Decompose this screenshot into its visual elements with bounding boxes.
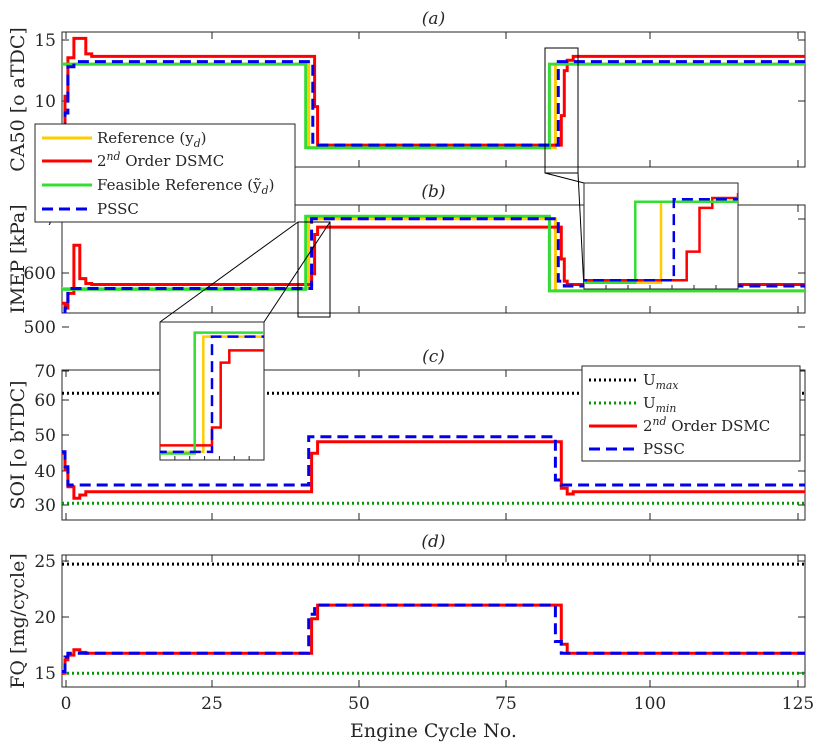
y-axis-label-text: CA50 [o aTDC] — [7, 27, 29, 172]
xtick-label: 0 — [61, 694, 72, 714]
series-line-2nd-order-dsmc — [584, 192, 738, 282]
ytick-label: 15 — [34, 31, 56, 51]
series-line-pssc — [584, 197, 738, 282]
panel-title-b: (b) — [421, 182, 445, 202]
inset-b — [159, 221, 331, 461]
ytick-label: 15 — [34, 664, 56, 684]
inset-a — [544, 47, 739, 290]
xtick-label: 75 — [495, 694, 517, 714]
series-line-pssc — [62, 60, 805, 150]
series-line-pssc — [62, 217, 805, 313]
panel-d: 15 20 25 0 25 50 75 100 125 (d) FQ [mg/cycle] Engin… — [7, 532, 814, 742]
panel-title-d: (d) — [421, 532, 445, 552]
legend-a: Reference (yd)2nd Order DSMC Feasible Ref… — [34, 123, 296, 223]
panel-title-c: (c) — [422, 347, 445, 367]
y-axis-label-text: SOI [o bTDC] — [7, 380, 29, 509]
ytick-label: 600 — [24, 264, 56, 284]
y-axis-label-text: IMEP [kPa] — [7, 204, 29, 313]
xtick-label: 50 — [348, 694, 370, 714]
x-axis-label: Engine Cycle No. — [350, 720, 517, 742]
xtick-label: 25 — [201, 694, 223, 714]
legend-label: Umax — [643, 371, 678, 392]
ytick-label: 20 — [34, 608, 56, 628]
y-axis-label-text: FQ [mg/cycle] — [7, 553, 29, 689]
legend-label: 2nd Order DSMC — [97, 150, 224, 170]
y-axis-label-d: FQ [mg/cycle] — [7, 553, 29, 689]
ytick-label: 60 — [34, 391, 56, 411]
xtick-label: 125 — [782, 694, 814, 714]
y-axis-label-c: SOI [o bTDC] — [7, 380, 29, 509]
xtick-label: 100 — [634, 694, 666, 714]
ytick-label: 500 — [24, 318, 56, 338]
y-axis-label-b: IMEP [kPa] — [7, 204, 29, 313]
plot-area-d — [61, 554, 806, 688]
ytick-label: 70 — [34, 362, 56, 382]
legend-label: Feasible Reference (ỹd) — [97, 176, 274, 197]
legend-label: Umin — [643, 394, 676, 415]
series-line-pssc — [62, 603, 805, 673]
ytick-label: 50 — [34, 426, 56, 446]
legend-label: PSSC — [643, 440, 685, 458]
series-line-feasible-reference-d — [62, 62, 805, 150]
ytick-label: 10 — [34, 92, 56, 112]
series-line-2nd-order-dsmc — [62, 440, 805, 500]
legend-label: 2nd Order DSMC — [643, 415, 770, 435]
ytick-label: 40 — [34, 462, 56, 482]
y-axis-label-a: CA50 [o aTDC] — [7, 27, 29, 172]
legend-label: Reference (yd) — [97, 129, 206, 150]
ytick-label: 25 — [34, 552, 56, 572]
panel-title-a: (a) — [422, 9, 445, 29]
legend-label: PSSC — [97, 200, 139, 218]
ytick-label: 30 — [34, 496, 56, 516]
